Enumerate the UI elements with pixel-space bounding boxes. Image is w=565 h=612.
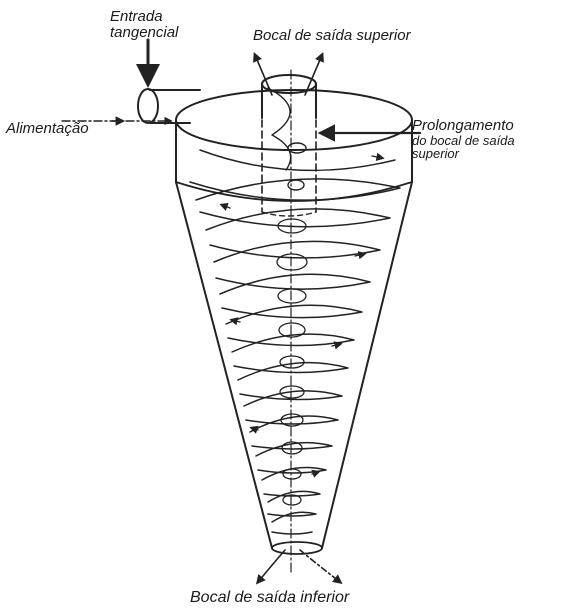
- label-prolongamento-line3: superior: [412, 147, 515, 161]
- label-bocal-saida-inferior: Bocal de saída inferior: [190, 590, 349, 607]
- label-prolongamento: Prolongamento do bocal de saída superior: [412, 118, 515, 161]
- inner-spiral: [277, 219, 307, 505]
- label-entrada-tangencial: Entrada tangencial: [110, 9, 178, 41]
- label-alimentacao: Alimentação: [6, 121, 89, 137]
- label-bocal-saida-superior: Bocal de saída superior: [253, 28, 411, 44]
- upper-outlet-nozzle: [262, 75, 316, 118]
- label-prolongamento-line1: Prolongamento: [412, 118, 515, 134]
- spiral-flow-arrows: [222, 156, 382, 474]
- outer-spiral: [190, 150, 400, 534]
- label-entrada-line1: Entrada: [110, 9, 178, 25]
- label-prolongamento-line2: do bocal de saída: [412, 134, 515, 148]
- inner-vortex: [268, 88, 306, 190]
- label-entrada-line2: tangencial: [110, 25, 178, 41]
